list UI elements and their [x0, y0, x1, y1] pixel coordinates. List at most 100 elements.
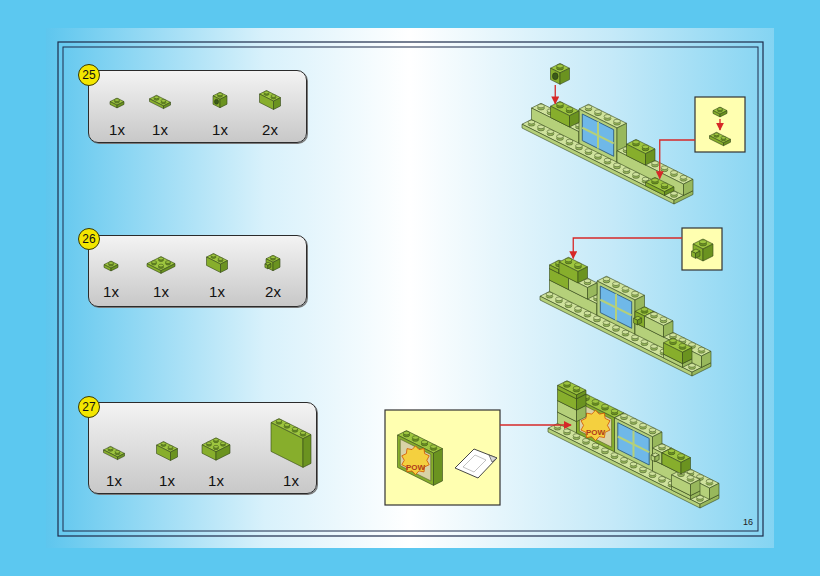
step-27-model [385, 381, 719, 508]
stud-top [679, 338, 686, 342]
stud-top [168, 446, 173, 449]
stud-top [621, 414, 628, 418]
stud-top [115, 450, 120, 453]
stud-top [108, 262, 113, 265]
stud-top [661, 183, 668, 187]
part-quantity: 1x [153, 283, 169, 300]
stud-top [151, 261, 156, 264]
brick-front [692, 251, 696, 258]
brick-side [691, 480, 701, 496]
stud-top [158, 257, 163, 260]
brick [540, 287, 711, 376]
stud-top [412, 436, 418, 440]
stud-top [632, 291, 639, 295]
part-quantity: 2x [262, 121, 278, 138]
stud-top [633, 140, 640, 144]
stud-top [698, 347, 705, 351]
sticker-burst [402, 446, 429, 475]
quantity-holder: 1x [153, 283, 169, 301]
stud-top [165, 261, 170, 264]
stud-top [717, 108, 722, 111]
page-frame-inner [63, 47, 758, 531]
stud-top [659, 444, 666, 448]
stud-top [206, 442, 211, 445]
callout-box [385, 410, 500, 505]
brick [271, 419, 311, 468]
brick [157, 442, 178, 461]
stud-top [652, 178, 659, 182]
quantity-holder: 1x [103, 283, 119, 301]
stud-top [721, 136, 726, 139]
page-number: 16 [743, 517, 753, 527]
stud-top [564, 381, 571, 385]
quantity-holder: 2x [265, 283, 281, 301]
part-quantity: 1x [209, 283, 225, 300]
brick [692, 249, 701, 258]
brick [558, 381, 587, 399]
stud-top [671, 171, 678, 175]
brick-side [220, 96, 227, 108]
stud-top [114, 99, 119, 102]
stud-top [604, 115, 611, 119]
label-holder: 16 [743, 511, 753, 529]
brick [147, 257, 175, 274]
label-holder: POW [586, 421, 605, 439]
brick-side [655, 455, 659, 462]
callout-arrow [500, 424, 571, 425]
brick [398, 431, 443, 486]
part-quantity: 1x [152, 121, 168, 138]
brick [548, 419, 719, 508]
brick-side [664, 321, 674, 337]
quantity-holder: 1x [109, 121, 125, 139]
stud-top [430, 445, 436, 449]
quantity-holder: 1x [283, 472, 299, 490]
brick-side [570, 111, 580, 127]
brick-side [703, 244, 713, 261]
stud-top [264, 91, 269, 94]
step-number: 26 [82, 233, 95, 245]
brick-side [696, 251, 701, 258]
stud-top [557, 64, 564, 68]
parts-panel: 1x1x1x2x26 [88, 235, 307, 307]
stud-top [595, 110, 602, 114]
brick-front [597, 281, 635, 334]
quantity-holder: 1x [208, 472, 224, 490]
callout-arrow [573, 238, 682, 258]
brick-side [702, 351, 712, 367]
brick [645, 311, 674, 337]
part-quantity: 1x [159, 472, 175, 489]
stud-top [614, 119, 621, 123]
brick-side [268, 264, 271, 269]
brick-front [213, 96, 220, 108]
quantity-holder: 1x [152, 121, 168, 139]
window-transom [582, 128, 613, 144]
quantity-holder: 1x [106, 472, 122, 490]
sky-panel [46, 28, 774, 548]
brick-side [171, 449, 178, 461]
brick-side [434, 449, 443, 486]
stud-top [661, 166, 668, 170]
part-quantity: 1x [212, 121, 228, 138]
stud-top [300, 431, 306, 434]
brick [150, 95, 171, 108]
step-number: 27 [82, 401, 95, 413]
stud-top [276, 419, 282, 422]
stud-top [640, 423, 647, 427]
brick [664, 338, 693, 364]
stud-top [613, 282, 620, 286]
callout-box [695, 97, 745, 152]
stud-top [603, 277, 610, 281]
stud-top [557, 102, 564, 106]
brick-side [646, 149, 656, 165]
stud-top [108, 447, 113, 450]
brick-front [271, 423, 303, 468]
stud-top [292, 427, 298, 430]
quantity-holder: 1x [209, 283, 225, 301]
brick-side [588, 283, 598, 299]
part-quantity: 1x [283, 472, 299, 489]
step-number-badge: 27 [78, 396, 100, 418]
brick [551, 63, 570, 84]
stud-top [592, 400, 599, 404]
stud-top [161, 442, 166, 445]
